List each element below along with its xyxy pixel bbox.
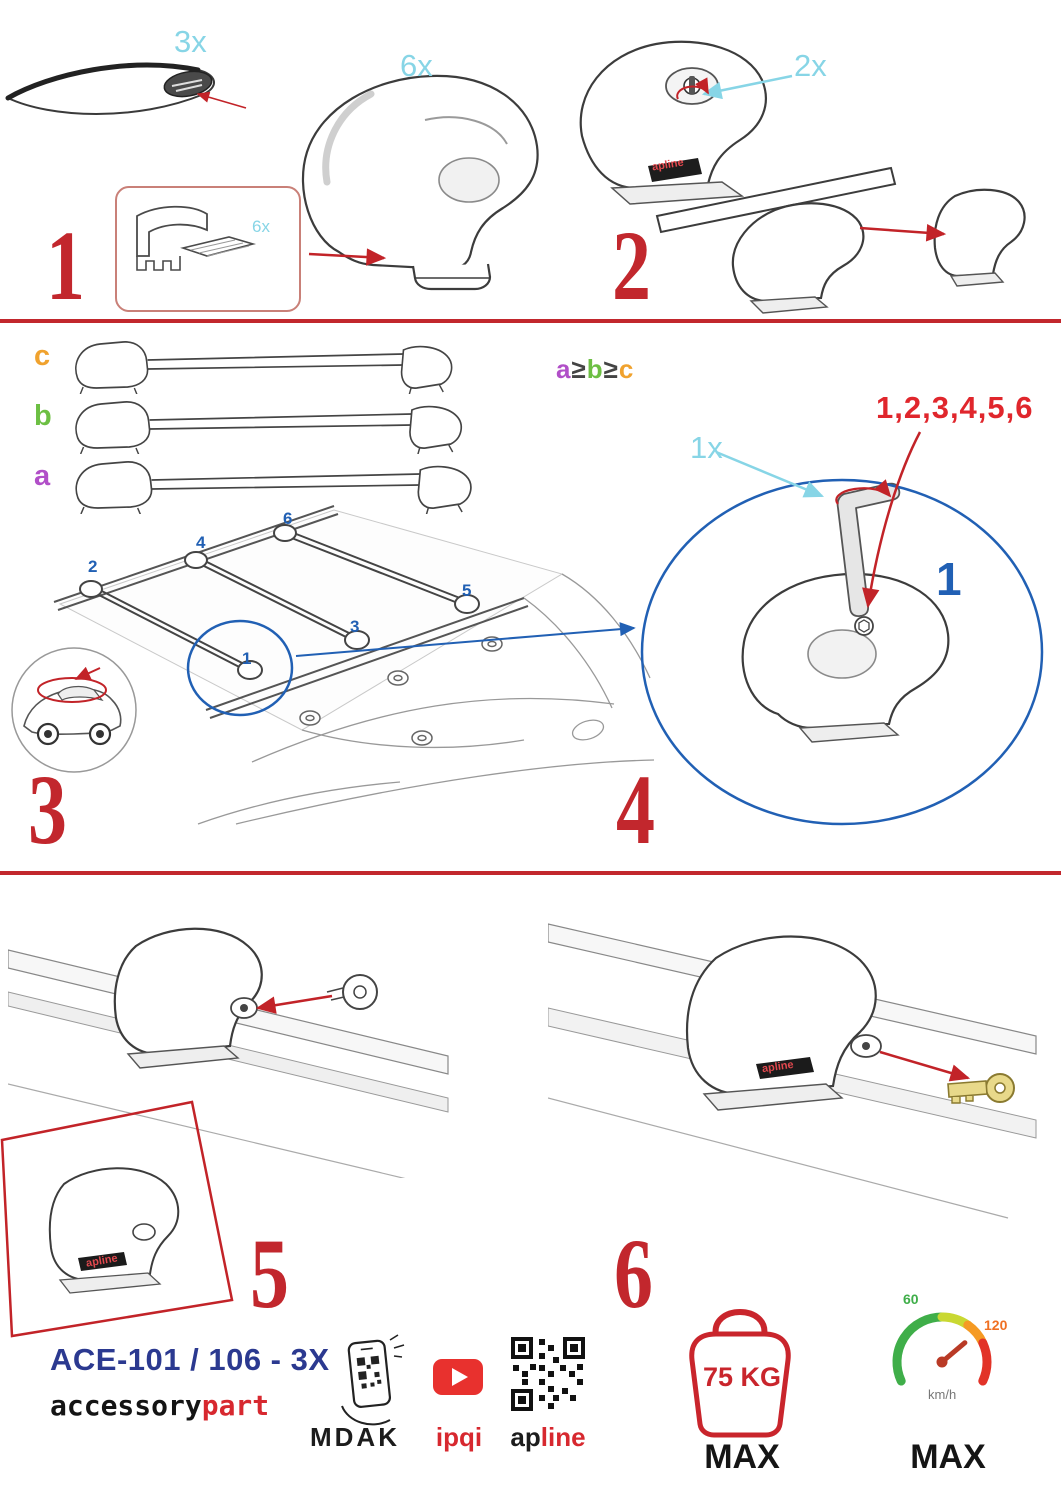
key-icon <box>947 1073 1015 1104</box>
accessorypart-logo: accessorypart <box>50 1392 269 1420</box>
position-4: 4 <box>196 533 206 552</box>
formula-c: c <box>618 354 635 384</box>
apline-logo-black: ap <box>510 1422 541 1452</box>
gauge-low-value: 60 <box>903 1291 919 1307</box>
step-4-number: 4 <box>616 754 655 865</box>
qty-allen-key: 1x <box>690 430 723 465</box>
foot-clamp-illustration <box>301 74 539 291</box>
lock-cylinder-icon <box>326 974 378 1010</box>
formula-a: a <box>556 354 572 384</box>
position-6: 6 <box>283 509 293 528</box>
apline-logo: apline <box>496 1424 600 1450</box>
step-2-number: 2 <box>612 210 651 321</box>
apline-logo-red: line <box>540 1422 586 1452</box>
formula-b: b <box>586 354 604 384</box>
size-order-formula: a≥b≥c <box>556 356 634 382</box>
weight-limit-value: 75 KG <box>702 1362 782 1392</box>
product-code: ACE-101 / 106 - 3X <box>50 1342 330 1377</box>
weight-max-label: MAX <box>704 1438 780 1476</box>
position-5: 5 <box>462 581 472 600</box>
first-position-callout: 1 <box>936 553 962 605</box>
step-3-number: 3 <box>28 754 67 865</box>
step-6-number: 6 <box>614 1218 653 1329</box>
clamp-detail-inset <box>115 186 301 312</box>
gauge-unit-label: km/h <box>928 1387 957 1402</box>
weight-limit-icon <box>689 1309 791 1438</box>
qty-pad-inset: 6x <box>252 217 270 236</box>
brand-band <box>756 1057 814 1079</box>
crossbar-b-illustration <box>75 401 463 454</box>
bar-label-c: c <box>34 340 51 372</box>
accessorypart-logo-red: part <box>201 1389 270 1422</box>
crossbar-c-illustration <box>75 341 453 394</box>
gauge-high-value: 120 <box>984 1317 1008 1333</box>
cover-cap <box>933 188 1026 278</box>
position-2: 2 <box>88 557 98 576</box>
qty-foot: 6x <box>400 48 433 83</box>
brand-band <box>648 158 702 182</box>
hand-hint <box>341 1405 391 1426</box>
foot-jaw <box>411 263 492 291</box>
qr-code-icon <box>508 1334 588 1414</box>
speed-limit-gauge-icon <box>892 1312 992 1386</box>
youtube-icon <box>433 1359 483 1395</box>
car-roof-illustration <box>53 505 655 825</box>
qty-crossbar: 3x <box>174 24 207 59</box>
foot-and-cover-illustration <box>655 166 1026 314</box>
qty-keys: 2x <box>794 48 827 83</box>
accessorypart-logo-black: accessory <box>50 1389 202 1422</box>
arrow-car-roof <box>74 666 101 680</box>
position-3: 3 <box>350 617 360 636</box>
tightening-sequence: 1,2,3,4,5,6 <box>876 390 1034 425</box>
ipqi-logo: ipqi <box>435 1422 483 1452</box>
speed-max-label: MAX <box>910 1438 986 1476</box>
step-5-number: 5 <box>250 1218 289 1329</box>
car-inset-illustration <box>11 647 137 773</box>
mdak-logo: MDAK <box>310 1422 400 1452</box>
clamp-pad-illustration <box>136 205 257 271</box>
key-in-lock <box>689 76 695 94</box>
step-1-number: 1 <box>46 210 85 321</box>
crossbar-profile-illustration <box>5 62 215 115</box>
crossbar-a-illustration <box>75 461 472 514</box>
formula-geq-2: ≥ <box>603 354 619 384</box>
bar-label-a: a <box>34 460 51 492</box>
position-1: 1 <box>242 649 252 668</box>
lock-insert-illustration <box>8 927 449 1178</box>
bar-label-b: b <box>34 400 52 432</box>
locked-foot-inset-illustration <box>48 1167 180 1294</box>
key-removal-illustration <box>548 923 1037 1219</box>
phone-scan-icon <box>341 1334 405 1426</box>
formula-geq-1: ≥ <box>571 354 587 384</box>
roof-highlight-ellipse <box>37 677 107 703</box>
foot-with-allen-key-illustration <box>741 482 950 743</box>
rubber-pad <box>180 236 257 257</box>
